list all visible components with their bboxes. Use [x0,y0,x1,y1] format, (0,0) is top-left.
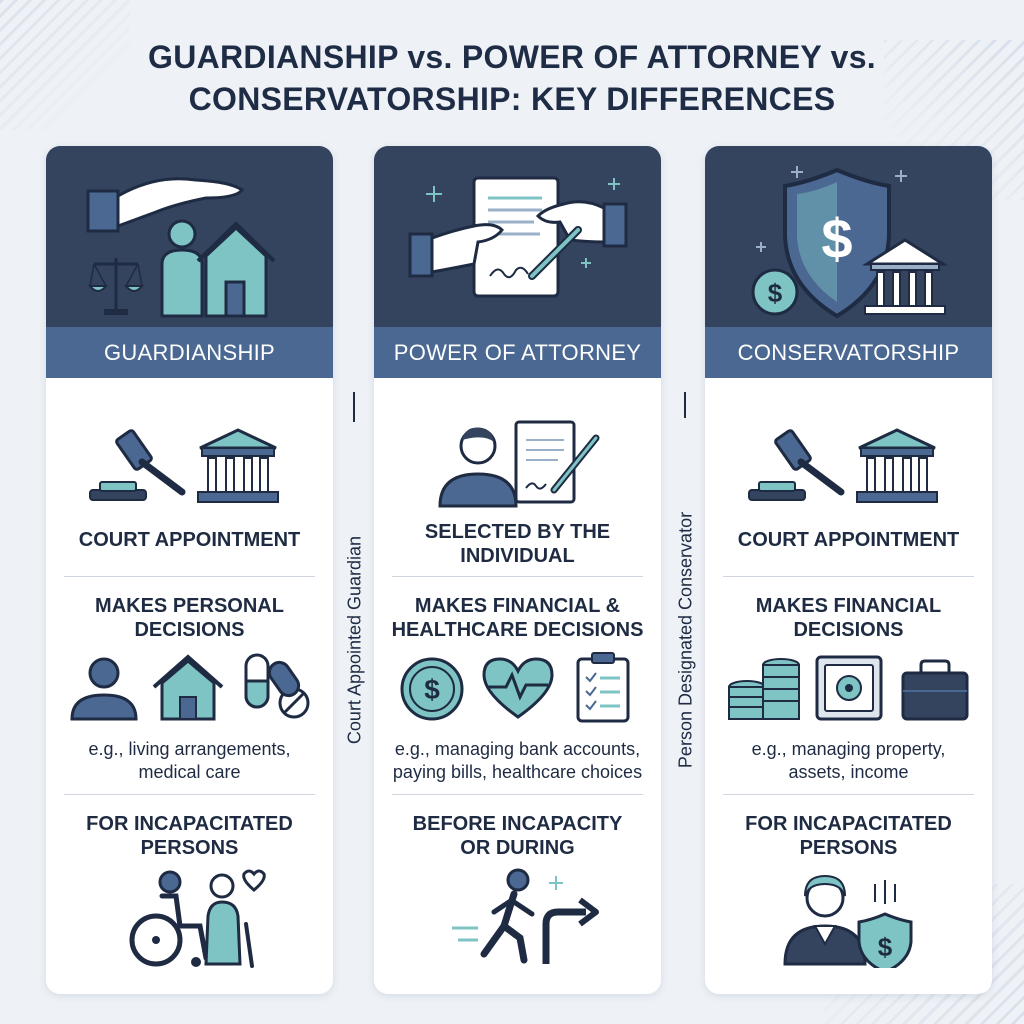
professional-person-icon [783,874,867,966]
person-icon [70,657,138,721]
svg-text:$: $ [821,207,852,270]
guardianship-title: GUARDIANSHIP [46,327,333,378]
side-line [684,392,686,418]
incapacitated-persons-icons: $ [783,874,913,968]
pills-icon [244,653,310,719]
guardianship-card: GUARDIANSHIP COURT APPOINTMENT MAKES PER… [46,146,333,994]
gavel-icon [89,429,186,501]
clipboard-icon [576,652,630,723]
down-arrows-icon [874,880,896,904]
timing-label: BEFORE INCAPACITY OR DURING [412,813,623,859]
divider [64,576,315,577]
bank-icon [861,238,949,315]
safe-icon [815,655,883,721]
example-text: e.g., managing bank accounts, paying bil… [392,739,643,782]
court-appointed-guardian-label: Court Appointed Guardian [344,535,365,745]
power-of-attorney-hero-icon [408,176,628,298]
house-icon [152,654,224,721]
svg-text:$: $ [768,278,783,308]
sparkle-icon [756,166,907,252]
side-line [353,392,355,422]
svg-text:$: $ [424,674,440,705]
courthouse-icon [197,428,279,503]
plus-icon [549,876,563,890]
decisions-label: MAKES PERSONAL DECISIONS [95,595,284,641]
divider [64,794,315,795]
elderly-person-icon [204,873,254,968]
coin-stack-icon [728,658,800,720]
selected-by-individual-icons [438,420,600,508]
power-of-attorney-card: POWER OF ATTORNEY SELECTED BY THE INDIVI… [374,146,661,994]
handshake-icon [408,200,628,278]
decisions-label: MAKES FINANCIAL & HEALTHCARE DECISIONS [391,595,644,641]
court-appointment-icons [89,428,279,503]
courthouse-icon [856,428,938,503]
heart-icon [242,869,266,892]
background-pattern [0,0,130,130]
shield-icon: $ [857,912,913,968]
dollar-coin-icon: $ [400,657,464,721]
example-text: e.g., living arrangements, medical care [88,739,291,782]
page-title: GUARDIANSHIP vs. POWER OF ATTORNEY vs. C… [148,39,876,117]
power-of-attorney-header: POWER OF ATTORNEY [374,146,661,378]
person-icon [438,427,518,508]
arrow-right-icon [542,897,599,964]
before-incapacity-icons [452,868,599,964]
person-designated-conservator-label: Person Designated Conservator [675,511,696,769]
walking-person-icon [452,868,535,964]
incapacitated-persons-icons [129,869,266,968]
svg-text:$: $ [878,932,893,962]
conservatorship-title: CONSERVATORSHIP [705,327,992,378]
timing-label: FOR INCAPACITATED PERSONS [86,813,293,859]
shield-icon: $ [783,167,891,319]
appointment-label: COURT APPOINTMENT [78,529,301,551]
guardianship-hero-icon [86,177,276,318]
example-text: e.g., managing property, assets, income [751,739,946,782]
personal-decisions-icons [70,653,310,721]
divider [392,576,643,577]
conservatorship-card: $ $ CONSERVATORSHIP [705,146,992,994]
power-of-attorney-title: POWER OF ATTORNEY [374,327,661,378]
guardianship-header: GUARDIANSHIP [46,146,333,378]
heartbeat-icon [482,657,554,719]
decisions-label: MAKES FINANCIAL DECISIONS [755,595,942,641]
pen-icon [528,226,582,280]
timing-label: FOR INCAPACITATED PERSONS [745,813,952,859]
gavel-icon [748,429,845,501]
court-appointment-icons [748,428,938,503]
dollar-coin-icon: $ [751,268,799,316]
divider [723,576,974,577]
financial-healthcare-icons: $ [400,652,630,723]
briefcase-icon [901,659,969,721]
appointment-label: COURT APPOINTMENT [737,529,960,551]
appointment-label: SELECTED BY THE INDIVIDUAL [424,521,611,567]
signed-document-icon [514,420,600,504]
financial-decisions-icons [728,655,969,721]
conservatorship-hero-icon: $ $ [751,166,949,319]
divider [392,794,643,795]
wheelchair-icon [129,870,209,967]
divider [723,794,974,795]
sparkle-icon [426,178,620,268]
conservatorship-header: $ $ CONSERVATORSHIP [705,146,992,378]
